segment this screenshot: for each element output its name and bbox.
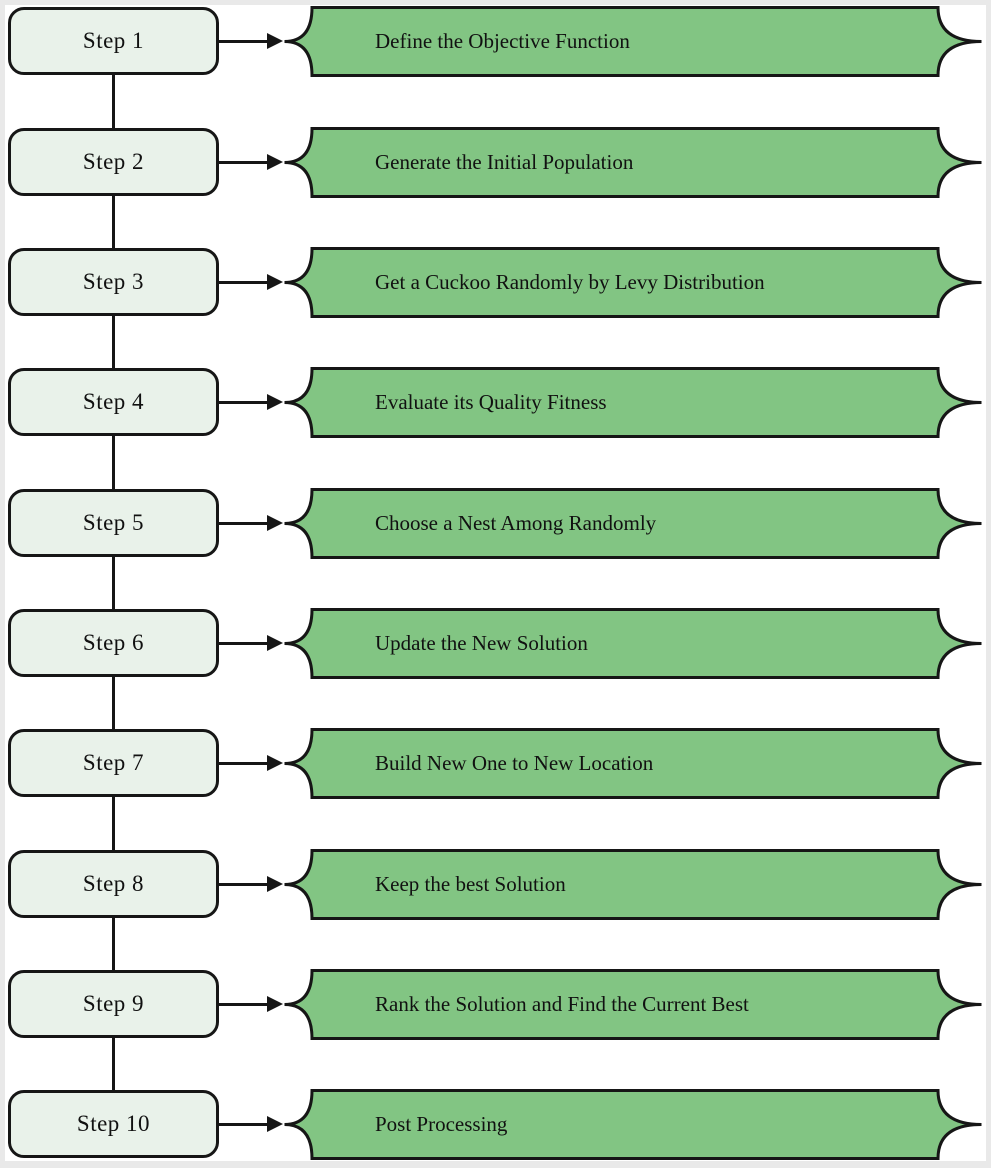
vertical-connector (112, 75, 115, 131)
flowchart-row: Step 9 Rank the Solution and Find the Cu… (0, 969, 991, 1040)
step-label: Step 4 (82, 389, 145, 414)
flowchart-row: Step 7 Build New One to New Location (0, 728, 991, 799)
arrow-line (219, 40, 270, 43)
banner-shape (284, 247, 982, 318)
step-label: Step 7 (82, 750, 145, 775)
step-description: Keep the best Solution (375, 872, 566, 896)
arrow-right-icon (267, 755, 283, 771)
vertical-connector (112, 557, 115, 612)
arrow-line (219, 883, 270, 886)
flowchart-row: Step 2 Generate the Initial Population (0, 127, 991, 198)
step-label: Step 6 (82, 630, 145, 655)
vertical-connector (112, 196, 115, 251)
arrow-right-icon (267, 996, 283, 1012)
banner-path (284, 608, 982, 679)
step-label: Step 9 (82, 991, 145, 1016)
step-description: Generate the Initial Population (375, 150, 634, 174)
banner-path (284, 367, 982, 438)
step-label: Step 2 (82, 149, 145, 174)
banner-shape (284, 608, 982, 679)
step-description: Update the New Solution (375, 631, 588, 655)
step-label: Step 8 (82, 871, 145, 896)
step-box-6: Step 6 (8, 609, 219, 677)
step-description: Rank the Solution and Find the Current B… (375, 992, 749, 1016)
banner-shape (284, 1089, 982, 1160)
step-description: Get a Cuckoo Randomly by Levy Distributi… (375, 270, 765, 294)
banner-path (284, 247, 982, 318)
step-box-7: Step 7 (8, 729, 219, 797)
banner-path (284, 127, 982, 198)
vertical-connector (112, 1038, 115, 1093)
step-description: Evaluate its Quality Fitness (375, 390, 607, 414)
banner-path (284, 488, 982, 559)
arrow-right-icon (267, 635, 283, 651)
arrow-line (219, 522, 270, 525)
step-label: Step 5 (82, 510, 145, 535)
arrow-line (219, 1003, 270, 1006)
flowchart-row: Step 3 Get a Cuckoo Randomly by Levy Dis… (0, 247, 991, 318)
arrow-line (219, 762, 270, 765)
flowchart-row: Step 1 Define the Objective Function (0, 6, 991, 77)
arrow-right-icon (267, 33, 283, 49)
step-box-5: Step 5 (8, 489, 219, 557)
step-box-2: Step 2 (8, 128, 219, 196)
arrow-right-icon (267, 1116, 283, 1132)
arrow-line (219, 401, 270, 404)
arrow-right-icon (267, 876, 283, 892)
step-box-3: Step 3 (8, 248, 219, 316)
arrow-line (219, 281, 270, 284)
arrow-line (219, 642, 270, 645)
step-box-1: Step 1 (8, 7, 219, 75)
step-box-4: Step 4 (8, 368, 219, 436)
banner-path (284, 1089, 982, 1160)
step-label: Step 3 (82, 269, 145, 294)
step-box-8: Step 8 (8, 850, 219, 918)
step-box-10: Step 10 (8, 1090, 219, 1158)
banner-path (284, 728, 982, 799)
banner-shape (284, 6, 982, 77)
step-description: Post Processing (375, 1112, 508, 1136)
vertical-connector (112, 677, 115, 732)
banner-shape (284, 367, 982, 438)
banner-path (284, 969, 982, 1040)
step-description: Build New One to New Location (375, 751, 654, 775)
banner-path (284, 6, 982, 77)
step-label: Step 1 (82, 28, 145, 53)
vertical-connector (112, 316, 115, 371)
arrow-right-icon (267, 154, 283, 170)
banner-shape (284, 127, 982, 198)
arrow-right-icon (267, 394, 283, 410)
banner-shape (284, 488, 982, 559)
flowchart-row: Step 10 Post Processing (0, 1089, 991, 1160)
banner-shape (284, 969, 982, 1040)
arrow-line (219, 161, 270, 164)
vertical-connector (112, 918, 115, 973)
flowchart-row: Step 5 Choose a Nest Among Randomly (0, 488, 991, 559)
arrow-right-icon (267, 274, 283, 290)
vertical-connector (112, 797, 115, 853)
step-description: Define the Objective Function (375, 29, 630, 53)
step-box-9: Step 9 (8, 970, 219, 1038)
flowchart-row: Step 6 Update the New Solution (0, 608, 991, 679)
arrow-right-icon (267, 515, 283, 531)
step-description: Choose a Nest Among Randomly (375, 511, 657, 535)
flowchart-row: Step 8 Keep the best Solution (0, 849, 991, 920)
step-label: Step 10 (76, 1111, 151, 1136)
banner-shape (284, 728, 982, 799)
vertical-connector (112, 436, 115, 492)
banner-path (284, 849, 982, 920)
arrow-line (219, 1123, 270, 1126)
banner-shape (284, 849, 982, 920)
flowchart-row: Step 4 Evaluate its Quality Fitness (0, 367, 991, 438)
